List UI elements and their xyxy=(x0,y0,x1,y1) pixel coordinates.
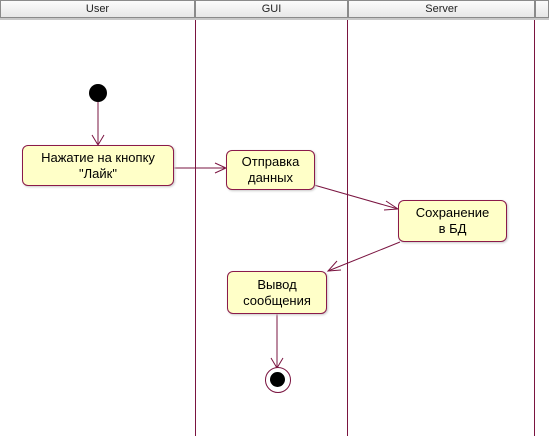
swimlane-header-user: User xyxy=(0,0,195,18)
final-node xyxy=(265,367,291,393)
initial-node xyxy=(89,84,107,102)
flow-send-to-save xyxy=(313,184,399,210)
activity-show-message[interactable]: Вывод сообщения xyxy=(227,271,327,314)
header-divider xyxy=(0,18,549,20)
activity-send-data[interactable]: Отправка данных xyxy=(226,150,315,190)
flow-arrowhead-message xyxy=(326,260,342,272)
swimlane-header-gui: GUI xyxy=(195,0,348,18)
final-node-core xyxy=(270,372,285,387)
swimlane-divider-gui-server xyxy=(347,20,348,436)
swimlane-header-server: Server xyxy=(348,0,535,18)
swimlane-divider-user-gui xyxy=(195,20,196,436)
swimlane-divider-server-end xyxy=(534,20,535,436)
flow-save-to-message xyxy=(327,241,401,272)
activity-like-click[interactable]: Нажатие на кнопку "Лайк" xyxy=(22,145,174,186)
activity-save-db[interactable]: Сохранение в БД xyxy=(398,200,507,242)
